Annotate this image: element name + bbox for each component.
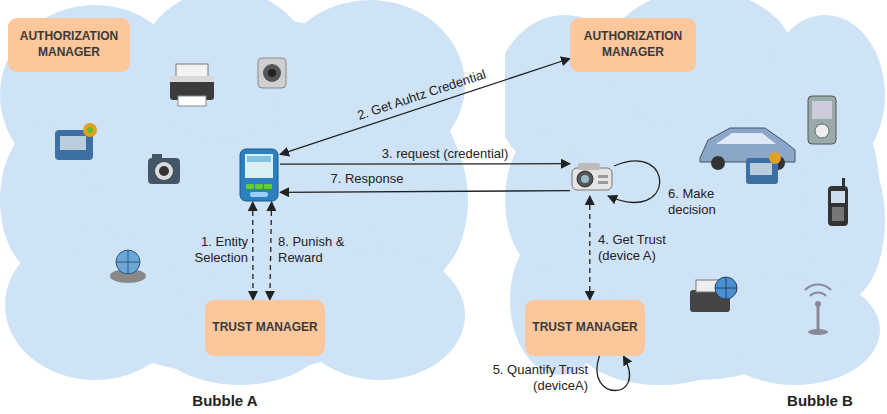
connector-arrow — [280, 59, 570, 155]
connector-arrow — [597, 356, 630, 391]
router-icon — [110, 250, 146, 283]
network-printer-icon — [690, 277, 737, 312]
step-label: 8. Punish & Reward — [278, 234, 345, 265]
webcam-icon — [258, 58, 286, 88]
step-label: 7. Response — [331, 171, 404, 186]
step-label: 6. Make decision — [668, 186, 716, 217]
camera-icon — [148, 154, 180, 184]
manager-label: AUTHORIZATION MANAGER — [14, 29, 124, 60]
manager-box: TRUST MANAGER — [525, 300, 645, 356]
edge-label-holder: 5. Quantify Trust (deviceA) — [466, 362, 588, 393]
dashed-connector — [589, 196, 590, 300]
projector-device — [570, 158, 614, 196]
satellite-box-icon — [746, 152, 781, 184]
step-label: 5. Quantify Trust (deviceA) — [493, 362, 588, 393]
bubble-label: Bubble A — [192, 392, 257, 409]
edge-label-holder: 1. Entity Selection — [176, 234, 248, 265]
manager-label: TRUST MANAGER — [532, 320, 637, 336]
edge-label-holder: 6. Make decision — [668, 186, 740, 217]
antenna-icon — [805, 284, 831, 335]
edge-label-holder: 4. Get Trust (device A) — [598, 232, 690, 263]
pda-device — [238, 148, 280, 202]
pda-icon — [238, 148, 280, 202]
edge-label-holder: 7. Response — [322, 171, 412, 187]
music-player-icon — [808, 96, 836, 144]
step-label: 3. request (credential) — [382, 146, 508, 161]
phone-icon — [828, 178, 848, 226]
edge-label-holder: 8. Punish & Reward — [278, 234, 356, 265]
bubble-label: Bubble B — [787, 392, 853, 409]
printer-icon — [170, 64, 214, 106]
car-icon — [700, 128, 795, 170]
manager-label: TRUST MANAGER — [212, 320, 317, 336]
satellite-box-icon — [55, 123, 97, 160]
connector-arrow — [280, 163, 570, 165]
dashed-connector — [270, 202, 272, 300]
bubble-label-holder: Bubble B — [765, 392, 875, 409]
connector-arrow — [608, 161, 660, 202]
bubble-label-holder: Bubble A — [165, 392, 285, 409]
dashed-connector — [252, 202, 254, 300]
bubble-region: Bubble A AUTHORIZATION MANAGER TRUST MANAG… — [0, 0, 470, 414]
manager-box: TRUST MANAGER — [205, 300, 325, 356]
step-label: 4. Get Trust (device A) — [598, 232, 666, 263]
manager-label: AUTHORIZATION MANAGER — [576, 29, 690, 60]
connector-arrow — [280, 191, 570, 193]
projector-icon — [570, 158, 614, 196]
manager-box: AUTHORIZATION MANAGER — [570, 18, 696, 72]
manager-box: AUTHORIZATION MANAGER — [8, 18, 130, 72]
step-label: 1. Entity Selection — [195, 234, 248, 265]
edge-label-holder: 3. request (credential) — [370, 146, 520, 162]
